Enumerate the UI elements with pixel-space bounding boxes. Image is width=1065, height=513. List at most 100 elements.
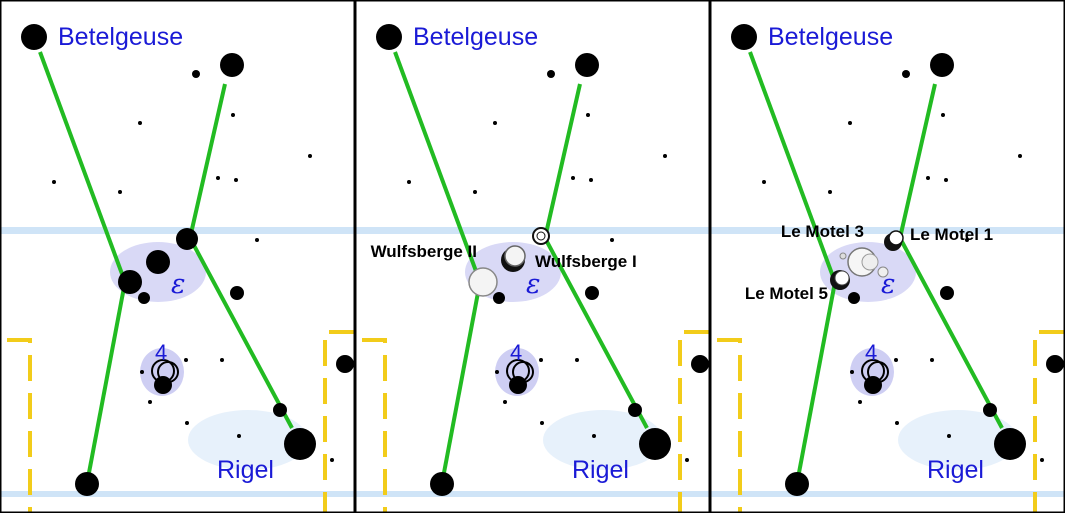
rigel-glow	[188, 410, 308, 470]
star-small	[231, 113, 235, 117]
constellation-line	[796, 281, 837, 479]
star	[628, 403, 642, 417]
star-small	[237, 434, 241, 438]
constellation-line	[543, 83, 582, 239]
star-small	[140, 370, 144, 374]
star-4-ring	[157, 361, 179, 383]
position-label: Wulfsberge I	[535, 252, 637, 271]
star-small	[592, 434, 596, 438]
constellation-line	[898, 83, 937, 239]
star-small	[493, 121, 497, 125]
star	[138, 292, 150, 304]
boundary-line-left	[717, 338, 742, 513]
label-rigel: Rigel	[572, 456, 629, 484]
rigel-glow	[898, 410, 1018, 470]
star-rigel	[284, 428, 316, 460]
star-small	[946, 292, 950, 296]
star-small	[503, 400, 507, 404]
star-bellatrix	[930, 53, 954, 77]
position-marker	[504, 245, 526, 267]
position-marker	[839, 252, 847, 260]
nebula-4	[495, 348, 539, 396]
position-marker	[834, 270, 850, 286]
star-4-ring	[867, 361, 889, 383]
label-betelgeuse: Betelgeuse	[58, 23, 183, 51]
position-label: Wulfsberge II	[371, 242, 477, 261]
star-small	[234, 178, 238, 182]
star	[154, 376, 172, 394]
boundary-line-right	[678, 330, 710, 513]
star-small	[895, 421, 899, 425]
star-small	[850, 370, 854, 374]
panel-border	[0, 0, 355, 513]
position-marker	[532, 227, 550, 245]
star-4-ring	[861, 359, 885, 383]
label-4: 4	[155, 340, 167, 365]
constellation-line	[898, 237, 1004, 429]
star-small	[148, 400, 152, 404]
sky-band-upper	[0, 227, 355, 234]
star-mintaka	[176, 228, 198, 250]
star-saiph	[75, 472, 99, 496]
star-small	[586, 113, 590, 117]
sky-band-upper	[710, 227, 1065, 234]
star-small	[575, 358, 579, 362]
constellation-line	[86, 281, 127, 479]
panel-border	[355, 0, 710, 513]
position-marker	[536, 231, 546, 241]
star-saiph	[430, 472, 454, 496]
star-bellatrix	[575, 53, 599, 77]
star-small	[216, 176, 220, 180]
label-epsilon: ε	[171, 269, 186, 300]
star	[273, 403, 287, 417]
star-saiph	[785, 472, 809, 496]
constellation-line	[393, 51, 482, 283]
star-small	[926, 176, 930, 180]
constellation-line	[441, 281, 482, 479]
constellation-line	[38, 51, 127, 283]
boundary-line-right	[323, 330, 355, 513]
position-label: Le Motel 5	[745, 284, 828, 303]
rigel-glow	[543, 410, 663, 470]
star-small	[589, 178, 593, 182]
label-betelgeuse: Betelgeuse	[768, 23, 893, 51]
label-4: 4	[510, 340, 522, 365]
star-small	[193, 72, 197, 76]
star-small	[539, 358, 543, 362]
position-marker	[888, 230, 904, 246]
star	[1046, 355, 1064, 373]
star	[848, 292, 860, 304]
star-small	[930, 358, 934, 362]
star-4-ring	[506, 359, 530, 383]
star	[691, 355, 709, 373]
position-marker	[877, 266, 889, 278]
sky-band-lower	[710, 491, 1065, 497]
panel-border	[710, 0, 1065, 513]
star	[864, 376, 882, 394]
star-betelgeuse	[731, 24, 757, 50]
star-small	[591, 292, 595, 296]
star-rigel	[994, 428, 1026, 460]
star-small	[52, 180, 56, 184]
star-4-ring	[512, 361, 534, 383]
star-small	[828, 190, 832, 194]
star-small	[138, 121, 142, 125]
constellation-line	[188, 83, 227, 239]
star-small	[118, 190, 122, 194]
star-small	[944, 178, 948, 182]
constellation-line	[748, 51, 837, 283]
star-4-ring	[151, 359, 175, 383]
label-betelgeuse: Betelgeuse	[413, 23, 538, 51]
constellation-line	[543, 237, 649, 429]
sky-band-lower	[355, 491, 710, 497]
star-small	[965, 238, 969, 242]
star-small	[571, 176, 575, 180]
nebula-4	[140, 348, 184, 396]
star-small	[473, 190, 477, 194]
boundary-line-right	[1033, 330, 1065, 513]
star-small	[848, 121, 852, 125]
boundary-line-left	[362, 338, 387, 513]
star-alnilam	[146, 250, 170, 274]
